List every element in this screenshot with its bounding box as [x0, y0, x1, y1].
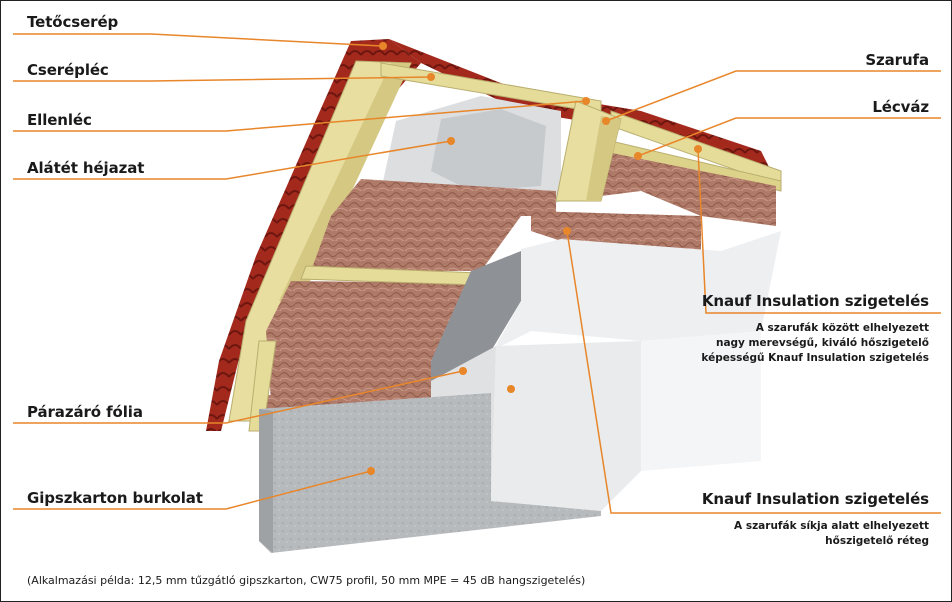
label-cereplec: Cserépléc: [27, 61, 109, 79]
note-line: képességű Knauf Insulation szigetelés: [701, 352, 929, 364]
label-gipszkarton: Gipszkarton burkolat: [27, 489, 203, 507]
label-ellenlec: Ellenléc: [27, 111, 92, 129]
note-knauf-below: A szarufák síkja alatt elhelyezett hőszi…: [734, 519, 929, 549]
note-line: A szarufák között elhelyezett: [755, 322, 929, 334]
label-parazaro: Párazáró fólia: [27, 403, 143, 421]
note-knauf-between: A szarufák között elhelyezett nagy merev…: [701, 321, 929, 366]
leader-tetocserep: [13, 33, 384, 47]
label-lecvaz: Lécváz: [872, 98, 929, 116]
leader-gipszkarton: [13, 470, 372, 510]
leader-parazaro: [13, 370, 464, 424]
note-line: nagy merevségű, kiváló hőszigetelő: [715, 337, 929, 349]
label-szarufa: Szarufa: [865, 51, 929, 69]
footnote: (Alkalmazási példa: 12,5 mm tűzgátló gip…: [27, 574, 586, 587]
gypsum-wall: [259, 393, 601, 553]
leader-dots: [367, 42, 702, 475]
leader-lines: [13, 33, 941, 514]
leader-lecvaz: [637, 117, 941, 157]
leader-ellenlec: [13, 100, 587, 132]
leader-szarufa: [605, 70, 941, 122]
rafter-middle: [555, 100, 622, 202]
note-line: A szarufák síkja alatt elhelyezett: [734, 520, 929, 532]
label-tetocserep: Tetőcserép: [27, 13, 119, 31]
label-alatet: Alátét héjazat: [27, 159, 145, 177]
leader-cereplec: [13, 76, 432, 82]
leader-knauf2: [566, 230, 941, 514]
note-line: hőszigetelő réteg: [825, 535, 929, 547]
label-knauf-below: Knauf Insulation szigetelés: [701, 490, 929, 508]
leader-alatet: [13, 140, 452, 180]
leader-knauf1: [697, 148, 941, 314]
label-knauf-between: Knauf Insulation szigetelés: [701, 292, 929, 310]
